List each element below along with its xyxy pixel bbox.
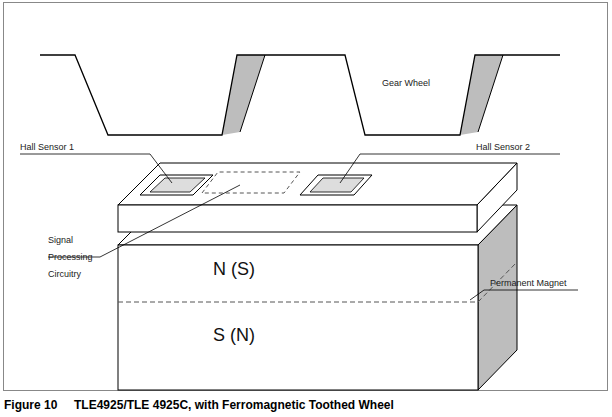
pole-label: N (S): [213, 259, 255, 280]
magnet-top: [118, 205, 517, 245]
hall-sensor: [140, 175, 213, 195]
hall-element: [310, 178, 364, 192]
part-label: Permanent Magnet: [490, 278, 567, 289]
part-label: Signal Processing Circuitry: [48, 232, 104, 283]
leader-line: [340, 154, 560, 183]
part-label: Hall Sensor 1: [20, 142, 74, 153]
part-label: Gear Wheel: [382, 78, 430, 89]
gear-profile: [40, 55, 560, 135]
hall-element: [150, 178, 205, 192]
magnet-block: N (S) S (N): [118, 245, 478, 390]
magnet-front: [118, 245, 478, 390]
tooth-face: [460, 55, 503, 135]
figure-caption: Figure 10 TLE4925/TLE 4925C, with Ferrom…: [4, 398, 394, 412]
pole-boundary: [118, 302, 478, 303]
chip-top: [118, 163, 517, 205]
tooth-face: [222, 55, 265, 135]
part-label: Hall Sensor 2: [476, 142, 530, 153]
pole-label: S (N): [213, 325, 255, 346]
circuit-area: [202, 172, 300, 193]
frame: [4, 3, 608, 391]
leader-line: [48, 185, 240, 257]
leader-line: [20, 154, 172, 183]
leader-line: [470, 290, 578, 300]
tooth-edge: [478, 55, 503, 132]
tooth-edge: [240, 55, 265, 132]
hall-sensor: [300, 175, 372, 195]
chip-front: [118, 205, 477, 232]
